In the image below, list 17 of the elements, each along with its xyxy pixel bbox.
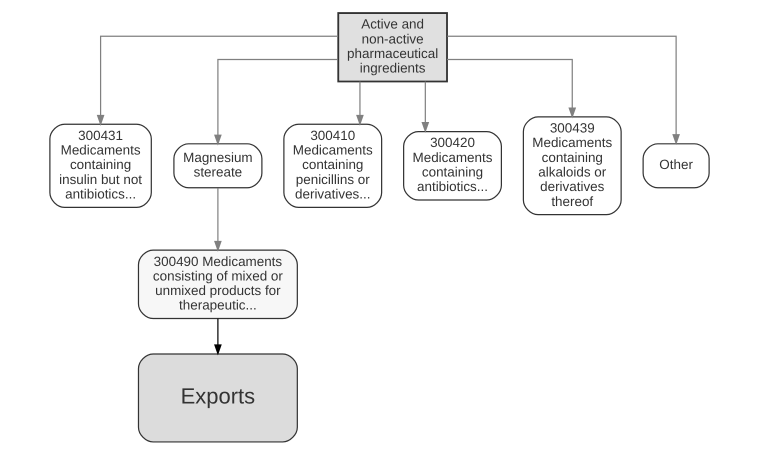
arrow bbox=[96, 36, 338, 126]
arrow bbox=[446, 36, 680, 146]
arrow bbox=[420, 82, 429, 134]
arrow bbox=[214, 58, 338, 146]
node-box: 300490 Medicaments consisting of mixed or unmixed products for therapeutic... bbox=[137, 250, 298, 320]
node-box: 300439 Medicaments containing alkaloids or derivatives thereof bbox=[522, 116, 622, 216]
node-box: 300410 Medicaments containing penicillins or derivatives... bbox=[282, 124, 382, 208]
arrow bbox=[214, 188, 222, 252]
node-box: 300420 Medicaments containing antibiotics... bbox=[402, 130, 502, 201]
arrow bbox=[356, 82, 364, 126]
node-box: Other bbox=[642, 143, 710, 188]
node-box: Active and non-active pharmaceutical ingredients bbox=[336, 12, 448, 82]
node-box: Magnesium stereate bbox=[172, 143, 262, 188]
node-box: 300431 Medicaments containing insulin but not antibiotics... bbox=[48, 124, 152, 208]
arrow bbox=[214, 318, 222, 356]
arrow bbox=[446, 58, 576, 119]
node-box: Exports bbox=[137, 353, 298, 443]
